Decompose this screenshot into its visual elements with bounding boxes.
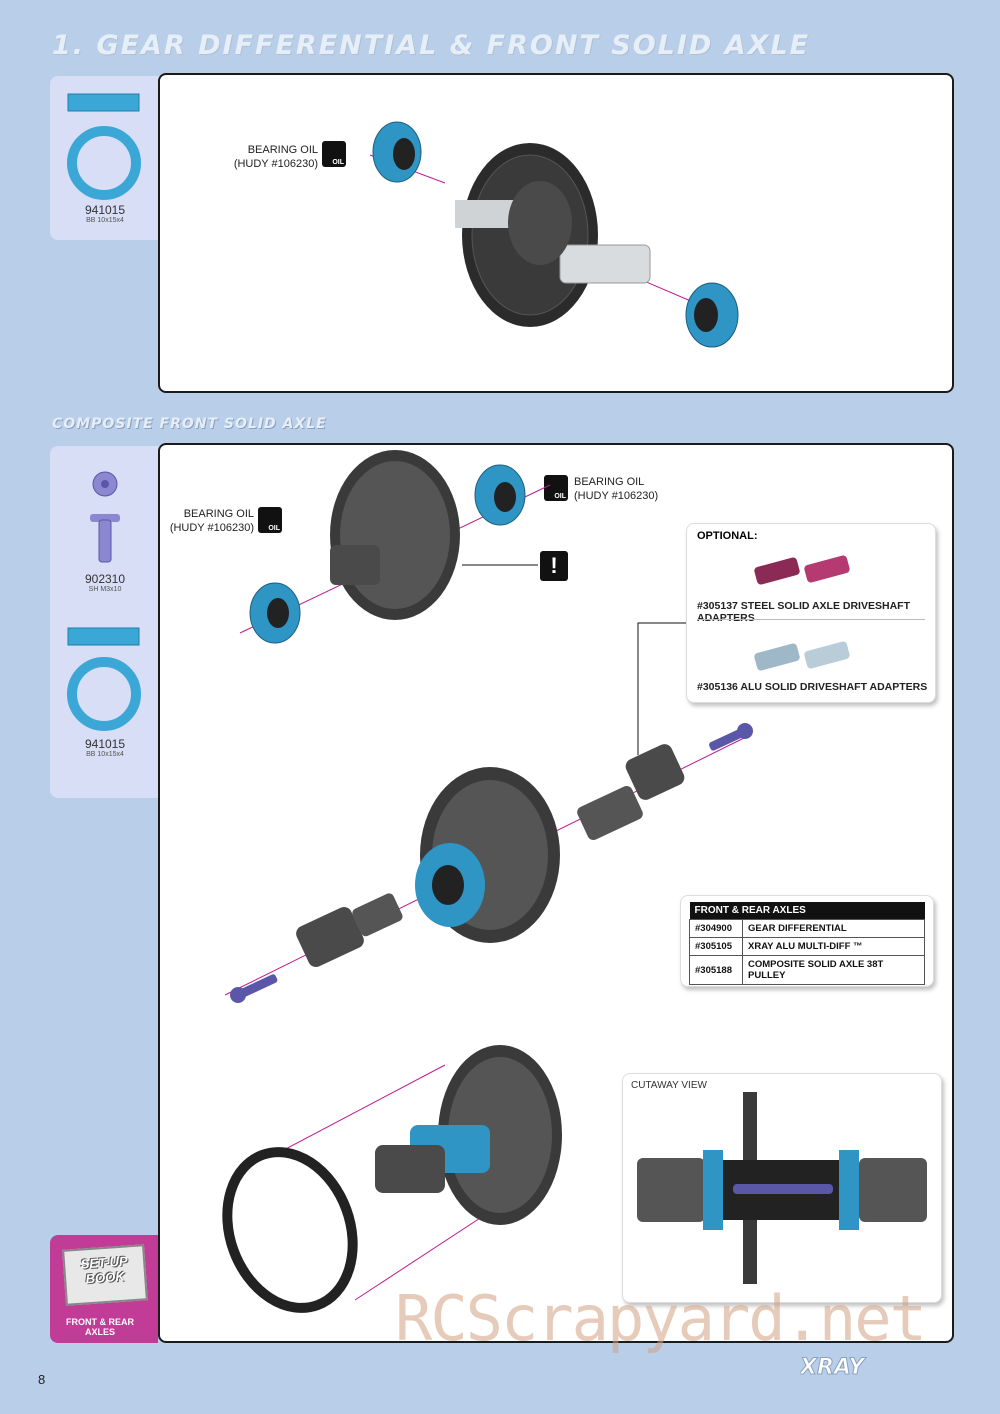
ball-bearing-left (249, 582, 301, 644)
parts-panel-step2: 902310 SH M3x10 941015 BB 10x15x4 (50, 446, 160, 798)
screw-icon (90, 471, 120, 563)
pulley-top (330, 450, 460, 620)
axles-table-card: FRONT & REAR AXLES #304900 GEAR DIFFEREN… (680, 895, 934, 987)
axles-table: FRONT & REAR AXLES #304900 GEAR DIFFEREN… (689, 902, 925, 985)
oil-icon: OIL (258, 507, 282, 533)
watermark: RCScrapyard.net (395, 1282, 927, 1355)
setup-book-caption: FRONT & REAR AXLES (66, 1317, 134, 1337)
composite-axle-illustration (222, 450, 753, 1313)
bearing-oil-callout: BEARING OIL (HUDY #106230) (230, 143, 318, 171)
optional-item: #305136 ALU SOLID DRIVESHAFT ADAPTERS (697, 681, 928, 693)
step1-diagram-box: BEARING OIL (HUDY #106230) OIL (158, 73, 954, 393)
cutaway-illustration (637, 1092, 927, 1284)
table-row: #305105 XRAY ALU MULTI-DIFF ™ (689, 937, 925, 956)
pulley-bottom (375, 1045, 562, 1225)
gear-differential-illustration (369, 121, 739, 348)
table-row: #305188 COMPOSITE SOLID AXLE 38T PULLEY (689, 955, 925, 985)
optional-title: OPTIONAL: (697, 530, 758, 542)
optional-item: #305137 STEEL SOLID AXLE DRIVESHAFT ADAP… (697, 600, 910, 624)
page-number: 8 (38, 1372, 46, 1387)
part-desc: BB 10x15x4 (86, 217, 124, 224)
ball-bearing-icon (67, 627, 141, 731)
bearing-oil-callout-right: BEARING OIL (HUDY #106230) (574, 476, 659, 502)
diff-gear (455, 143, 651, 327)
driveshaft-adapter-left (296, 893, 403, 967)
ball-bearing-bottom (685, 282, 739, 348)
section-title: COMPOSITE FRONT SOLID AXLE (52, 416, 327, 432)
part-number: 941015 (84, 737, 126, 751)
alu-adapter-icon (754, 641, 850, 671)
part-desc: SH M3x10 (88, 586, 122, 593)
step2-diagram-box: BEARING OIL (HUDY #106230) OIL OIL BEARI… (158, 443, 954, 1343)
xray-logo: XRAY (798, 1354, 960, 1383)
oil-icon: OIL (544, 475, 568, 501)
cutaway-card: CUTAWAY VIEW (622, 1073, 942, 1303)
part-number: 941015 (84, 203, 126, 217)
ball-bearing-right (474, 464, 526, 526)
svg-text:XRAY: XRAY (800, 1355, 866, 1378)
setup-book-icon: SET-UP BOOK (62, 1244, 148, 1306)
setup-book-badge[interactable]: SET-UP BOOK FRONT & REAR AXLES (50, 1235, 158, 1343)
screw-left (230, 974, 278, 1003)
part-desc: BB 10x15x4 (86, 751, 124, 758)
table-header: FRONT & REAR AXLES (689, 902, 925, 920)
steel-adapter-icon (754, 555, 850, 585)
parts-panel-step1: 941015 BB 10x15x4 (50, 76, 160, 240)
ball-bearing-top (372, 121, 422, 183)
warning-icon: ! (540, 551, 568, 581)
o-ring (222, 1147, 358, 1313)
oil-icon: OIL (322, 141, 346, 167)
pulley-middle (415, 767, 560, 943)
page-title: 1. GEAR DIFFERENTIAL & FRONT SOLID AXLE (52, 30, 811, 61)
bearing-oil-line1: BEARING OIL (247, 144, 318, 156)
driveshaft-adapter-right (577, 744, 685, 841)
cutaway-label: CUTAWAY VIEW (631, 1080, 707, 1091)
optional-card: OPTIONAL: #305137 STEEL SOLID AXLE DRIVE… (686, 523, 936, 703)
bearing-oil-line2: (HUDY #106230) (233, 158, 318, 170)
screw-right (709, 723, 753, 751)
bearing-oil-callout-left: BEARING OIL (HUDY #106230) (169, 508, 254, 534)
part-number: 902310 (84, 572, 126, 586)
ball-bearing-icon (67, 93, 141, 200)
table-row: #304900 GEAR DIFFERENTIAL (689, 919, 925, 938)
